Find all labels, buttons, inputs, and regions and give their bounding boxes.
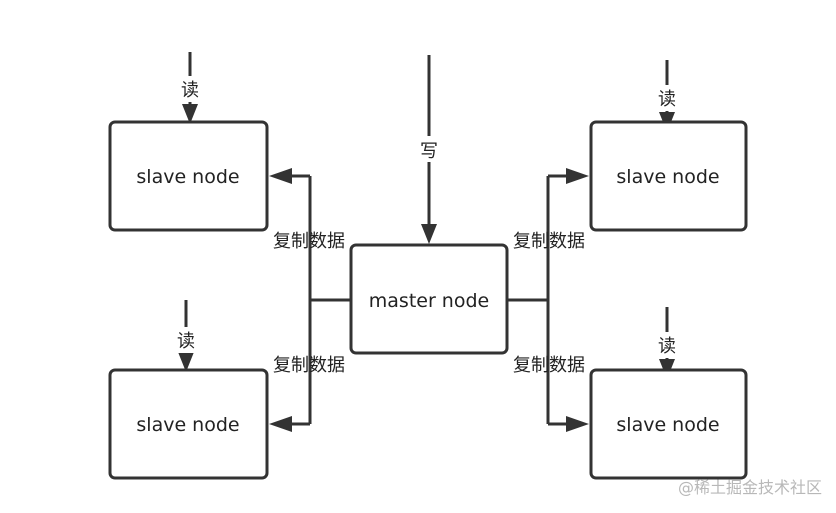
arrowhead-right-top [566, 168, 589, 184]
arrowhead-write [421, 224, 437, 244]
replicate-label-right-top: 复制数据 [513, 231, 585, 252]
node-label: slave node [136, 166, 239, 188]
node-box [108, 368, 269, 480]
watermark: @稀土掘金技术社区 [678, 478, 822, 497]
read-label-bg [179, 76, 201, 102]
replicate-label-right-bottom: 复制数据 [513, 355, 585, 376]
read-label-bottom-left: 读 [177, 331, 195, 352]
arrowhead-read-top-left [182, 104, 198, 124]
master-node: master node [349, 243, 509, 355]
replicate-label-left-bottom: 复制数据 [273, 355, 345, 376]
read-label-bg [656, 332, 678, 358]
write-label: 写 [420, 141, 438, 162]
write-label-bg [418, 136, 440, 162]
node-label: master node [369, 290, 489, 312]
node-label: slave node [616, 414, 719, 436]
arrowhead-right-bottom [566, 416, 589, 432]
slave-node-bottom-left: slave node [108, 368, 269, 480]
read-label-top-right: 读 [658, 89, 676, 110]
read-label-bg [175, 327, 197, 353]
replicate-label-left-top: 复制数据 [273, 231, 345, 252]
node-box [108, 120, 269, 232]
node-label: slave node [616, 166, 719, 188]
arrowhead-left-bottom [269, 416, 292, 432]
node-label: slave node [136, 414, 239, 436]
node-box [589, 368, 748, 480]
slave-node-top-left: slave node [108, 120, 269, 232]
slave-node-top-right: slave node [589, 120, 748, 232]
node-box [349, 243, 509, 355]
read-label-bg [656, 85, 678, 111]
node-box [589, 120, 748, 232]
read-label-top-left: 读 [181, 80, 199, 101]
arrowhead-left-top [269, 168, 292, 184]
read-label-bottom-right: 读 [658, 336, 676, 357]
slave-node-bottom-right: slave node [589, 368, 748, 480]
connectors [184, 52, 669, 426]
edge-labels: 写 读 读 读 读 复制数据 复制数据 复制数据 复制数据 [175, 76, 678, 376]
arrowhead-read-bottom-left [178, 352, 194, 372]
